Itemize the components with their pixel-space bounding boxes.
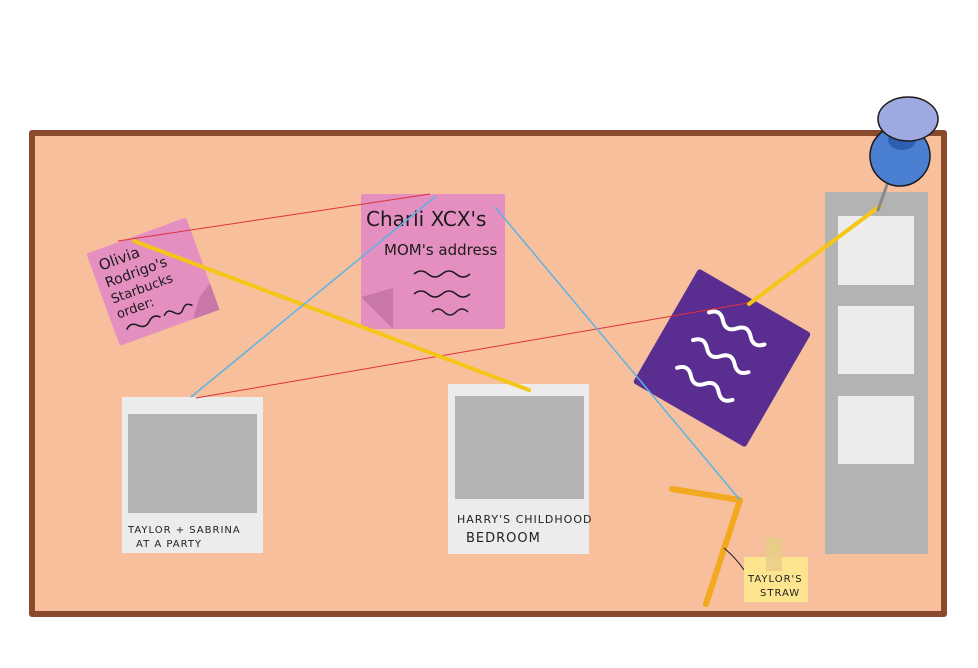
photo-strip-frame-1 <box>838 216 914 285</box>
sticky-note-charli[interactable]: Charli XCX's MOM's address <box>361 194 505 329</box>
straw-tag-label-1: TAYLOR'S <box>747 574 803 585</box>
pushpin-head <box>878 97 938 141</box>
polaroid-harry[interactable]: HARRY'S CHILDHOOD BEDROOM <box>448 384 592 554</box>
polaroid-party-image <box>128 414 257 513</box>
photo-strip[interactable] <box>825 192 928 554</box>
straw-tag-tape-overlay <box>766 557 782 571</box>
photo-strip-frame-2 <box>838 306 914 374</box>
charli-note-line-2: MOM's address <box>384 241 498 259</box>
polaroid-harry-caption-2: BEDROOM <box>466 531 541 546</box>
straw-tag-label-2: STRAW <box>760 588 800 599</box>
polaroid-party[interactable]: TAYLOR + SABRINA AT A PARTY <box>122 397 263 553</box>
polaroid-party-caption-1: TAYLOR + SABRINA <box>127 525 241 536</box>
polaroid-party-caption-2: AT A PARTY <box>136 539 202 550</box>
charli-note-line-1: Charli XCX's <box>366 207 486 231</box>
photo-strip-frame-3 <box>838 396 914 464</box>
polaroid-harry-caption-1: HARRY'S CHILDHOOD <box>457 513 592 526</box>
polaroid-harry-image <box>455 396 584 499</box>
